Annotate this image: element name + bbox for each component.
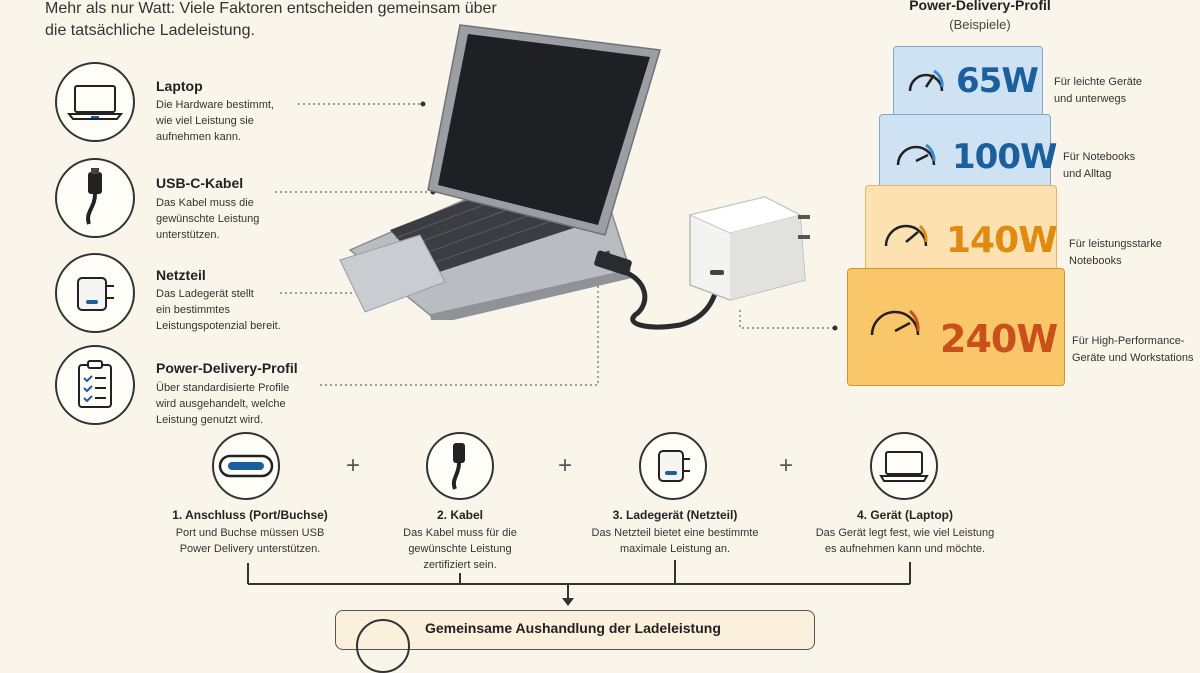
plus-sign: +: [778, 452, 793, 479]
component-title: Netzteil: [156, 267, 206, 283]
pd-tile-65w: 65W: [893, 46, 1043, 118]
component-pd-profile: [55, 345, 135, 425]
component-desc: Die Hardware bestimmt,wie viel Leistung …: [156, 99, 274, 143]
pd-tile-100w: 100W: [879, 114, 1057, 194]
pd-panel-title: Power-Delivery-Profil: [909, 0, 1051, 13]
pd-value: 240W: [940, 317, 1058, 361]
plus-sign: +: [557, 452, 572, 479]
component-cable: [55, 158, 135, 238]
laptop-illustration: [339, 24, 661, 320]
usb-c-cable-icon: [426, 432, 494, 500]
plus-sign: +: [345, 452, 360, 479]
laptop-icon: [55, 62, 135, 142]
usb-c-cable-icon: [55, 158, 135, 238]
step-title: 1. Anschluss (Port/Buchse): [172, 508, 328, 522]
power-adapter-icon: [55, 253, 135, 333]
step-port: [212, 432, 280, 500]
component-adapter: [55, 253, 135, 333]
gauge-icon: [908, 69, 944, 92]
gauge-icon: [884, 224, 928, 247]
gauge-icon: [896, 143, 936, 166]
pd-tile-240w: 240W: [847, 268, 1065, 386]
component-title: Power-Delivery-Profil: [156, 360, 298, 376]
usb-c-port-icon: [212, 432, 280, 500]
pd-tile-140w: 140W: [865, 185, 1058, 281]
step-title: 4. Gerät (Laptop): [856, 508, 953, 522]
step-laptop: [870, 432, 938, 500]
pd-label: Für High-Performance-Geräte und Workstat…: [1072, 335, 1194, 364]
component-title: USB-C-Kabel: [156, 175, 244, 191]
intro-text: Mehr als nur Watt: Viele Faktoren entsch…: [45, 0, 497, 39]
step-title: 3. Ladegerät (Netzteil): [612, 508, 738, 522]
step-adapter: [639, 432, 707, 500]
pd-panel-subtitle: (Beispiele): [949, 17, 1011, 32]
component-laptop: [55, 62, 135, 142]
charger-illustration: [594, 196, 810, 330]
power-adapter-icon: [639, 432, 707, 500]
negotiation-icon: [356, 619, 410, 673]
clipboard-checklist-icon: [55, 345, 135, 425]
component-title: Laptop: [156, 78, 203, 94]
pd-value: 65W: [956, 61, 1039, 101]
negotiation-title: Gemeinsame Aushandlung der Ladeleistung: [425, 620, 721, 636]
step-cable: [426, 432, 494, 500]
pd-value: 100W: [952, 137, 1057, 177]
gauge-icon: [870, 309, 920, 336]
laptop-icon: [870, 432, 938, 500]
pd-value: 140W: [946, 220, 1058, 261]
step-title: 2. Kabel: [436, 508, 484, 522]
